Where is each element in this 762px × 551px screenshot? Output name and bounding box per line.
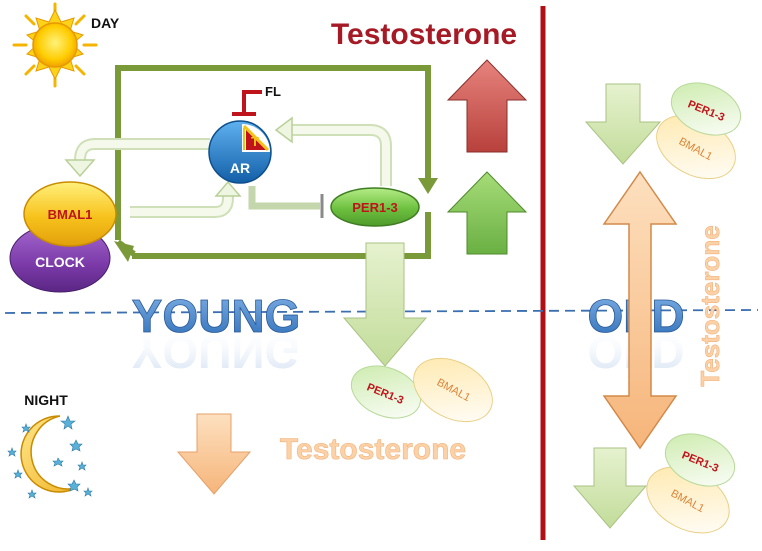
testosterone-down-arrow-young	[176, 413, 252, 495]
bmal1-protein	[23, 181, 117, 247]
night-label: NIGHT	[24, 392, 68, 408]
per13-faded-old-bottom	[664, 433, 736, 487]
testosterone-night-label: Testosterone	[280, 433, 466, 466]
testosterone-up-arrow	[446, 59, 528, 153]
testosterone-vertical-label: Testosterone	[695, 225, 725, 386]
per13-up-arrow	[446, 171, 528, 255]
per13-faded-old-top	[670, 82, 742, 136]
per13-down-arrow-old-top	[584, 83, 662, 165]
per13-faded-young	[350, 365, 422, 419]
per13-protein	[330, 187, 420, 227]
sun-icon	[12, 2, 98, 88]
moon-icon	[7, 415, 93, 499]
per13-to-ar-arrow	[274, 116, 392, 186]
ar-label: AR	[230, 160, 250, 176]
ar-inhibits-per13	[248, 186, 324, 218]
testosterone-double-arrow-old	[602, 170, 678, 450]
bmal1-faded-young	[413, 357, 493, 423]
fl-inhibitor	[232, 90, 262, 116]
feedback-loop-arrow	[114, 65, 438, 262]
day-label: DAY	[91, 15, 120, 31]
bmal1-to-ar-arrow	[130, 180, 242, 218]
androgen-receptor	[208, 120, 272, 184]
young-label: YOUNG	[132, 290, 301, 342]
testosterone-ligand-label: T	[251, 134, 259, 149]
testosterone-title: Testosterone	[331, 18, 517, 51]
ar-to-bmal1-arrow	[64, 138, 210, 178]
per13-label: PER1-3	[352, 200, 398, 215]
bmal1-label: BMAL1	[48, 207, 93, 222]
fl-label: FL	[265, 84, 281, 99]
clock-label: CLOCK	[35, 254, 85, 270]
young-label-group: YOUNG YOUNG	[131, 290, 301, 378]
per13-down-arrow-young	[342, 242, 428, 367]
young-reflection: YOUNG	[132, 326, 301, 378]
per13-down-arrow-old-bottom	[572, 447, 648, 529]
